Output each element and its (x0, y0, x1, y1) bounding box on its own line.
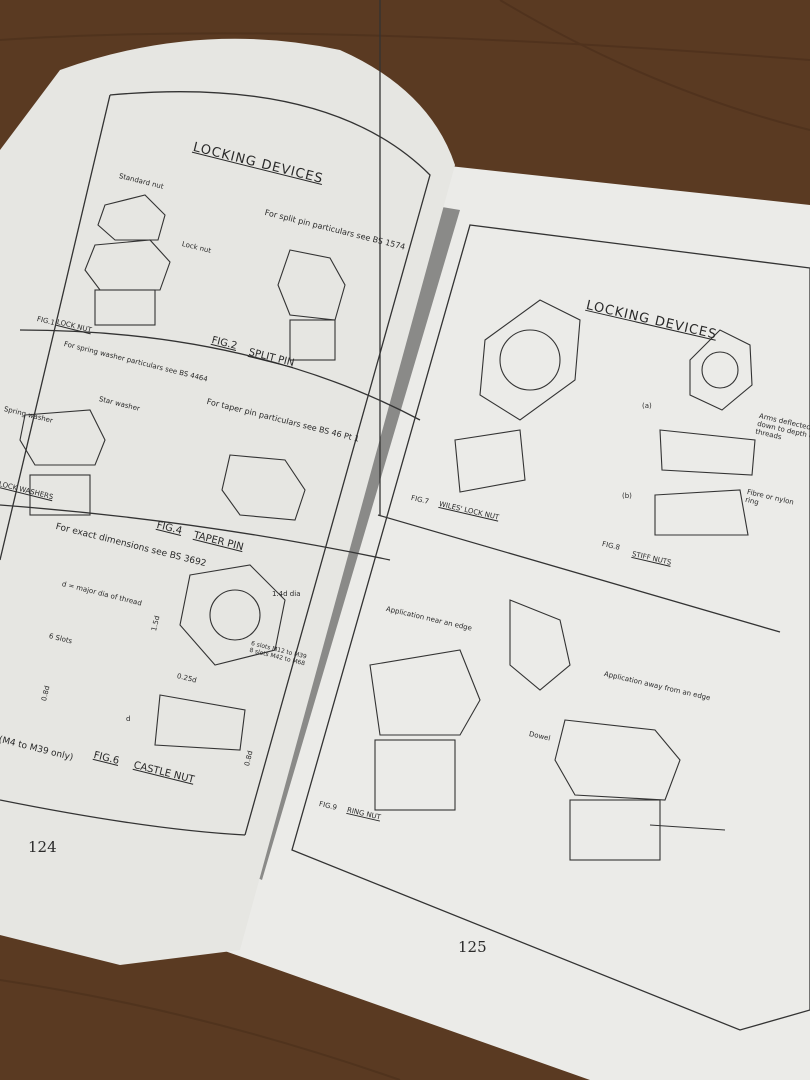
left-page-number: 124 (28, 838, 57, 856)
right-page-number: 125 (458, 938, 487, 956)
technical-drawings (19, 194, 756, 861)
fig8-label-b: (b) (622, 492, 632, 500)
right-page (222, 165, 810, 1080)
fig6-dim-14d: 1.4d dia (272, 590, 301, 598)
left-page (0, 38, 455, 965)
fig8-label-a: (a) (642, 402, 652, 410)
left-frame (0, 91, 431, 836)
fig6-dim-d: d (126, 715, 131, 723)
right-frame (291, 0, 810, 1031)
